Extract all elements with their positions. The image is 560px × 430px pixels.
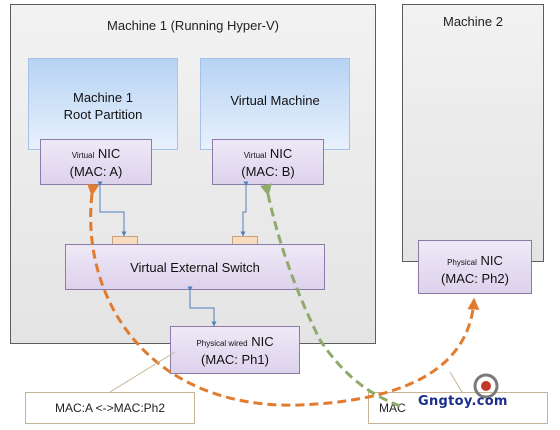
callout-right-line (449, 371, 463, 393)
virtual-machine-label: Virtual Machine (230, 93, 320, 108)
nic-a-mac: (MAC: A) (69, 164, 123, 179)
callout-left-line (109, 351, 176, 393)
virtual-machine-box: Virtual Machine (200, 58, 350, 150)
m2-nic-word: NIC (480, 253, 503, 268)
connector-nic-b-to-switch (240, 181, 249, 237)
nic-b-mac: (MAC: B) (241, 164, 295, 179)
nic-a-word: NIC (97, 146, 121, 161)
watermark-logo-icon (473, 373, 499, 399)
physical-nic-prefix: Physical wired (196, 339, 248, 348)
root-partition-box: Machine 1 Root Partition (28, 58, 178, 150)
machine-1-title: Machine 1 (Running Hyper-V) (107, 18, 279, 33)
machine-2-title: Machine 2 (443, 14, 503, 29)
connector-switch-to-physical-nic (187, 286, 217, 327)
nic-b-prefix: Virtual (243, 151, 267, 160)
physical-nic-word: NIC (251, 334, 274, 349)
root-partition-line2: Root Partition (63, 107, 143, 122)
physical-wired-nic: Physical wired NIC (MAC: Ph1) (170, 326, 300, 374)
orange-traffic-path (87, 183, 480, 407)
mac-b-ph2-label: MAC (368, 392, 548, 424)
green-traffic-path (260, 183, 401, 408)
watermark-text: Gngtoy.com (418, 394, 508, 409)
nic-b-word: NIC (269, 146, 293, 161)
mac-a-ph2-label: MAC:A <->MAC:Ph2 (25, 392, 195, 424)
connector-nic-a-to-switch (97, 181, 127, 237)
virtual-nic-b: Virtual NIC (MAC: B) (212, 139, 324, 185)
mac-a-ph2-text: MAC:A <->MAC:Ph2 (54, 401, 166, 415)
nic-a-prefix: Virtual (71, 151, 95, 160)
root-partition-line1: Machine 1 (73, 90, 133, 105)
virtual-nic-a: Virtual NIC (MAC: A) (40, 139, 152, 185)
physical-nic-mac: (MAC: Ph1) (201, 352, 269, 367)
